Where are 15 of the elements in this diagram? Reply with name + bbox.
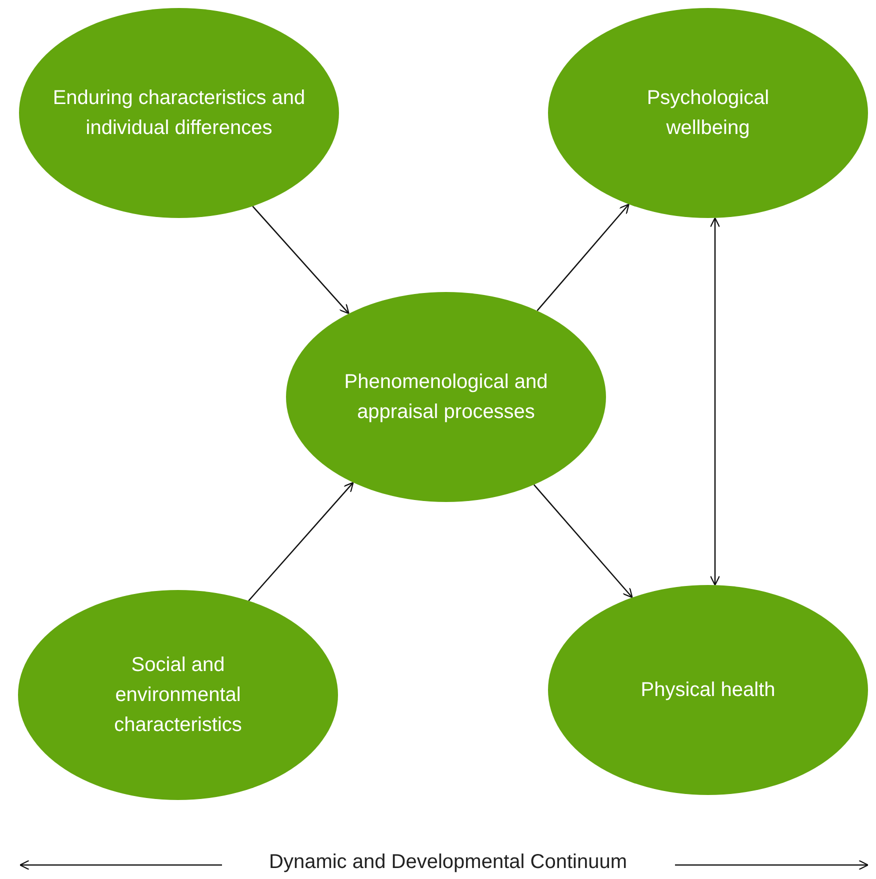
node-label: Phenomenological and appraisal processes	[343, 370, 549, 425]
arrow	[710, 217, 720, 586]
arrow	[536, 204, 630, 312]
ellipse-node	[286, 292, 606, 502]
node-label: Psychological wellbeing	[646, 86, 770, 141]
node-label: Enduring characteristics and individual differences	[52, 86, 306, 141]
arrow	[252, 206, 350, 314]
arrow	[248, 482, 354, 602]
ellipse-node	[19, 8, 339, 218]
node-label: Physical health	[640, 678, 776, 703]
node-label: Social and environmental characteristics	[113, 653, 243, 738]
arrow	[533, 484, 633, 598]
ellipse-node	[548, 585, 868, 795]
ellipse-node	[18, 590, 338, 800]
ellipse-node	[548, 8, 868, 218]
